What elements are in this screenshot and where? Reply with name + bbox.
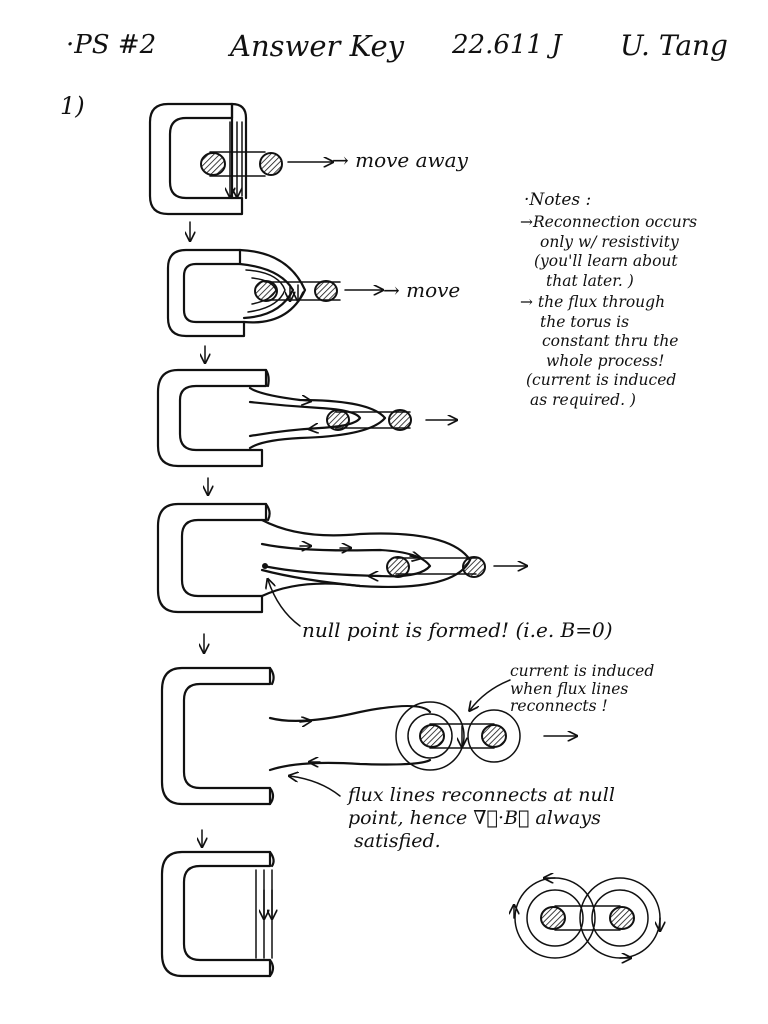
problem-number: 1) <box>60 92 85 120</box>
move-away-label: → move away <box>332 148 468 172</box>
reconnect-label-line: satisfied. <box>354 830 441 852</box>
notes-line: whole process! <box>546 351 665 370</box>
notes-heading: ·Notes : <box>524 190 592 210</box>
current-label-line: when flux lines <box>510 679 629 698</box>
stage-1-torus <box>148 102 248 216</box>
reconnect-label-line: flux lines reconnects at null <box>348 784 615 806</box>
notes-line: the torus is <box>540 312 630 331</box>
notes-line: only w/ resistivity <box>540 232 679 251</box>
notes-line: as required. ) <box>530 390 636 409</box>
stage-2-diagram <box>166 248 382 362</box>
stage-1-diagram <box>148 102 332 240</box>
current-induced-label: current is induced when flux lines recon… <box>510 662 655 715</box>
stage-6-diagram <box>160 850 274 978</box>
notes-line: (current is induced <box>526 371 677 389</box>
null-point-label: null point is formed! (i.e. B=0) <box>302 618 613 642</box>
notes-line: → the flux through <box>520 293 666 311</box>
notes-block: ·Notes : →Reconnection occurs only w/ re… <box>520 192 760 408</box>
current-label-line: reconnects ! <box>510 697 608 715</box>
stage-5-diagram <box>160 666 576 846</box>
stage-3-diagram <box>156 368 456 494</box>
page-title: Answer Key <box>230 29 404 63</box>
notes-line: that later. ) <box>546 271 634 290</box>
stage-4-diagram <box>156 502 526 652</box>
course-number: 22.611 J <box>452 30 562 60</box>
move-label: → move <box>383 278 461 302</box>
separated-loops-diagram <box>514 878 660 958</box>
notes-line: →Reconnection occurs <box>520 213 698 231</box>
author-name: U. Tang <box>620 29 728 62</box>
notes-line: (you'll learn about <box>534 252 678 270</box>
reconnect-label-line: point, hence ∇⃗·B⃗ always <box>348 807 601 829</box>
notes-line: constant thru the <box>542 332 679 350</box>
problem-set-label: ·PS #2 <box>66 30 157 60</box>
current-label-line: current is induced <box>510 662 655 680</box>
reconnect-label: flux lines reconnects at null point, hen… <box>348 786 615 851</box>
